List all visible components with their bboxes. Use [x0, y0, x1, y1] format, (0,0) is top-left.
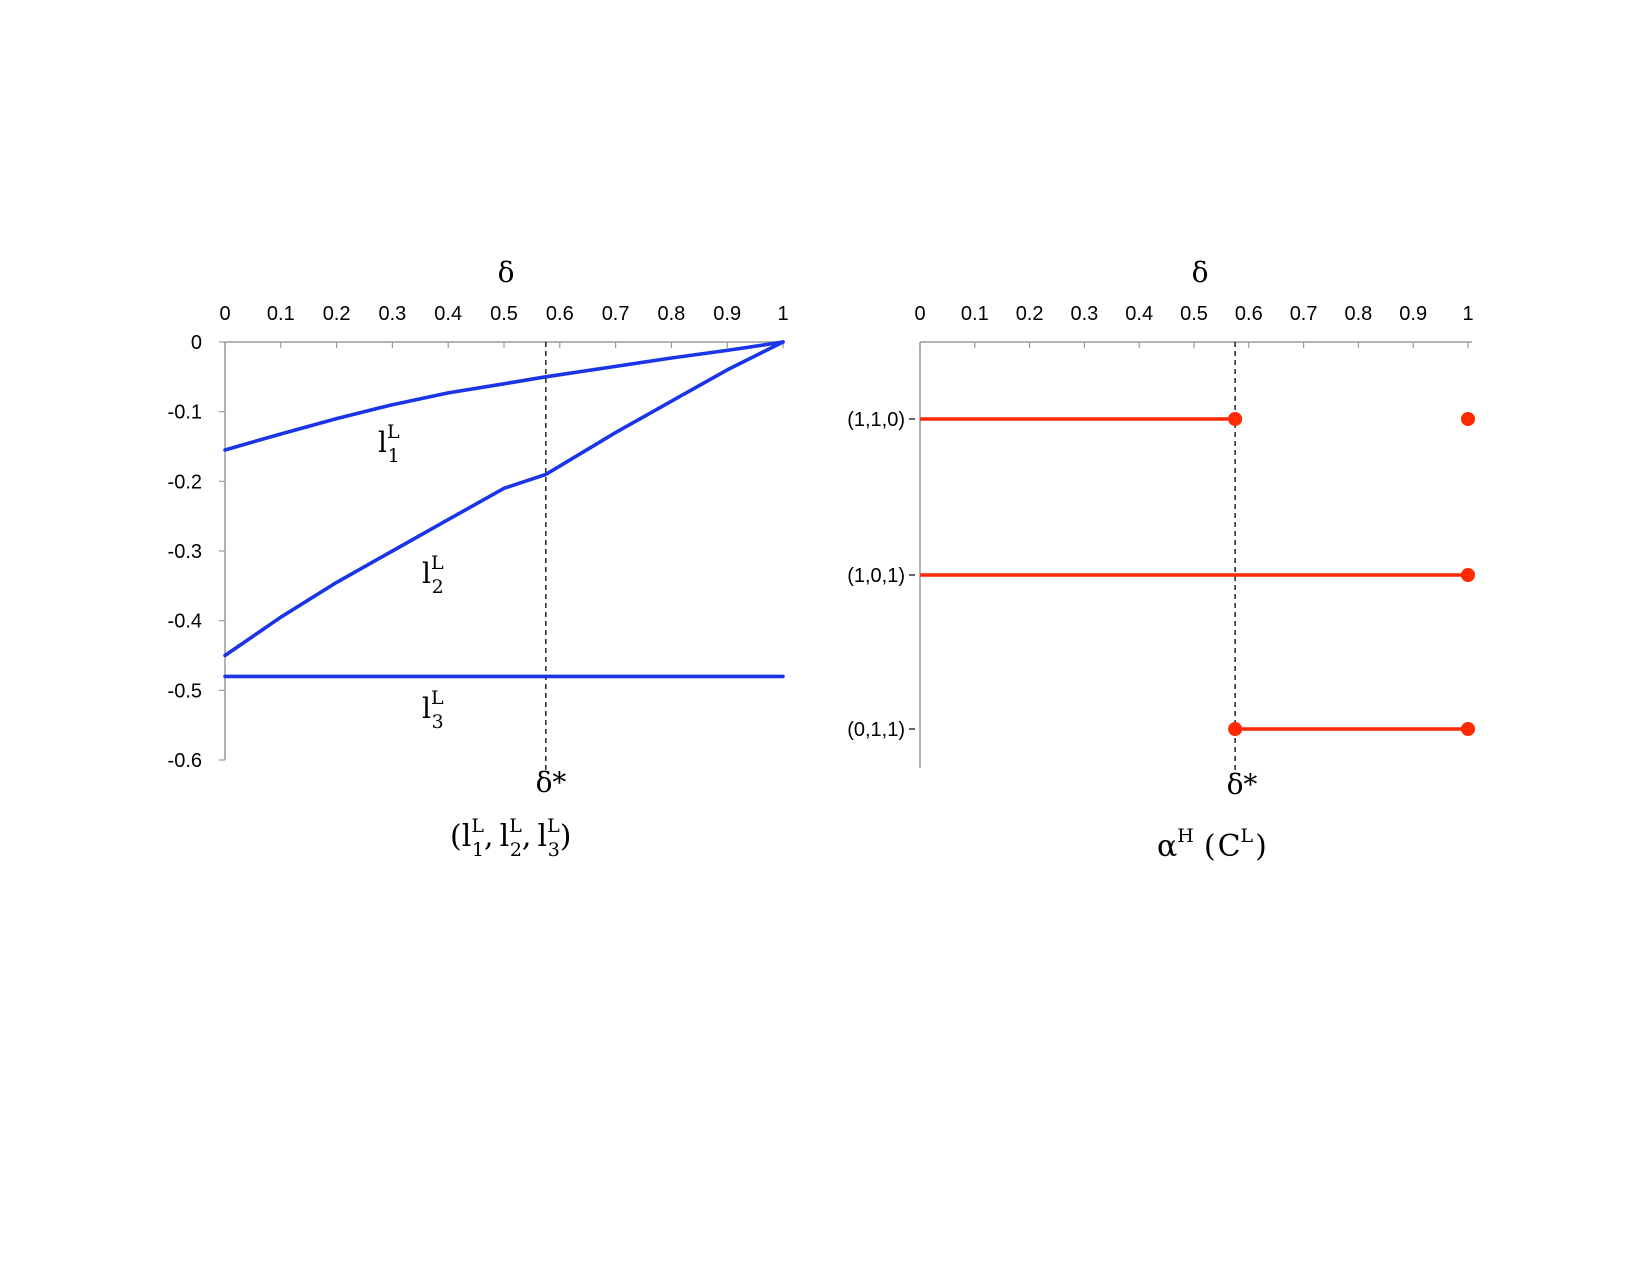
right-y-category-label: (0,1,1) — [847, 719, 905, 741]
left-series-lines — [223, 340, 785, 679]
right-points — [1228, 412, 1475, 736]
right-x-tick-label: 0.1 — [961, 303, 989, 325]
series-line-l1 — [223, 340, 785, 452]
right-x-tick-label: 0.3 — [1070, 303, 1098, 325]
left-x-tick-label: 0.1 — [267, 303, 295, 325]
left-y-tick-label: -0.3 — [168, 541, 202, 563]
left-threshold-label: δ* — [536, 766, 567, 799]
left-x-tick-label: 1 — [777, 303, 788, 325]
left-x-tick-label: 0.4 — [434, 303, 462, 325]
right-x-tick-label: 0.9 — [1399, 303, 1427, 325]
left-x-axis-title: δ — [498, 256, 515, 289]
left-y-tick-label: -0.2 — [168, 471, 202, 493]
right-y-category-label: (1,1,0) — [847, 409, 905, 431]
left-y-tick-label: -0.1 — [168, 402, 202, 424]
endpoint-dot — [1228, 412, 1243, 426]
right-y-category-label: (1,0,1) — [847, 565, 905, 587]
right-segments — [920, 417, 1468, 731]
left-x-tick-label: 0.9 — [713, 303, 741, 325]
left-y-tick-label: -0.5 — [168, 680, 202, 702]
right-x-tick-label: 1 — [1462, 303, 1473, 325]
right-x-tick-label: 0.6 — [1235, 303, 1263, 325]
right-x-ticks: 0 0.1 0.2 0.3 0.4 0.5 0.6 0.7 0.8 0.9 1 — [914, 303, 1474, 348]
right-x-tick-label: 0.5 — [1180, 303, 1208, 325]
left-x-tick-label: 0 — [219, 303, 230, 325]
left-x-tick-label: 0.6 — [546, 303, 574, 325]
right-x-tick-label: 0.2 — [1016, 303, 1044, 325]
left-x-ticks: 0 0.1 0.2 0.3 0.4 0.5 0.6 0.7 0.8 0.9 1 — [219, 303, 789, 348]
endpoint-dot — [1461, 412, 1475, 426]
left-y-ticks: 0 -0.1 -0.2 -0.3 -0.4 -0.5 -0.6 — [168, 332, 225, 772]
right-x-tick-label: 0.8 — [1344, 303, 1372, 325]
right-x-tick-label: 0.4 — [1125, 303, 1153, 325]
endpoint-dot — [1228, 722, 1243, 736]
endpoint-dot — [1461, 568, 1475, 582]
left-y-tick-label: -0.4 — [168, 611, 202, 633]
left-y-tick-label: 0 — [191, 332, 202, 354]
series-line-l2 — [223, 340, 785, 658]
left-y-tick-label: -0.6 — [168, 750, 202, 772]
left-x-tick-label: 0.2 — [323, 303, 351, 325]
left-x-tick-label: 0.5 — [490, 303, 518, 325]
right-threshold-label: δ* — [1227, 768, 1258, 801]
left-x-tick-label: 0.8 — [657, 303, 685, 325]
right-x-tick-label: 0.7 — [1290, 303, 1318, 325]
left-x-tick-label: 0.7 — [602, 303, 630, 325]
endpoint-dot — [1461, 722, 1475, 736]
left-x-tick-label: 0.3 — [378, 303, 406, 325]
right-caption: αH(CL) — [1157, 825, 1267, 864]
left-chart: δ 0 0.1 0.2 0.3 0.4 0.5 0.6 0.7 0.8 0.9 1 0 -0.1 -0.… — [168, 256, 789, 861]
right-x-axis-title: δ — [1192, 256, 1209, 289]
right-x-tick-label: 0 — [914, 303, 925, 325]
right-y-categories: (1,1,0) (1,0,1) (0,1,1) — [847, 409, 915, 741]
